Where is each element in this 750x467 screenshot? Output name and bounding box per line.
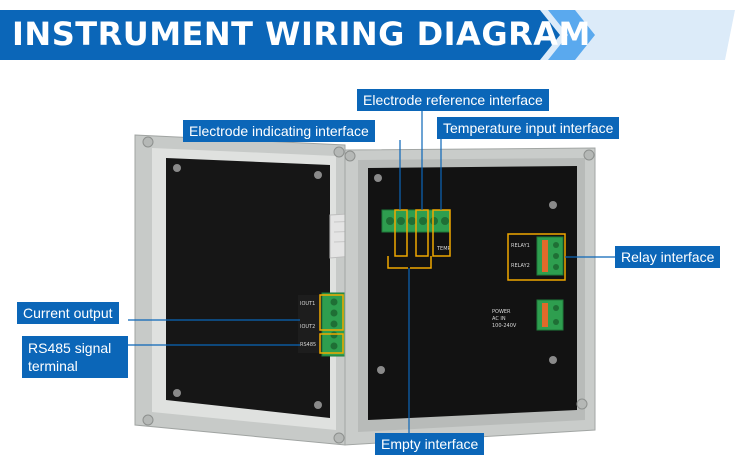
panel-screw (549, 201, 557, 209)
label-temp: TEMP (436, 246, 451, 252)
terminal-screw (553, 264, 559, 270)
empty-bracket-left (387, 256, 408, 269)
banner-fill (0, 10, 560, 60)
title-banner: INSTRUMENT WIRING DIAGRAM (0, 0, 750, 70)
terminal-screw (419, 217, 427, 225)
current-output-highlight (319, 294, 344, 331)
door-corner-screw (142, 414, 154, 426)
terminal-screw (330, 342, 338, 350)
power-terminal-block (536, 299, 564, 331)
label-power: POWER (492, 309, 511, 315)
terminal-screw (441, 217, 449, 225)
terminal-screw (330, 331, 338, 339)
label-voltage: 100-240V (492, 323, 517, 329)
body-corner-screw (576, 398, 588, 410)
label-iout2: IOUT2 (300, 324, 315, 330)
terminal-screw (330, 309, 338, 317)
terminal-screw (408, 217, 416, 225)
callout-current-output: Current output (17, 302, 119, 324)
callout-relay: Relay interface (615, 246, 721, 268)
electrode-indicating-highlight (394, 209, 408, 257)
main-black-panel (368, 166, 577, 420)
callout-rs485-line1: RS485 signal (28, 340, 112, 356)
label-rs485: RS485 (300, 342, 316, 348)
callout-empty-interface: Empty interface (375, 433, 485, 455)
label-ac-in: AC IN (492, 316, 506, 322)
callout-temperature-input: Temperature input interface (437, 117, 620, 139)
terminal-screw (553, 305, 559, 311)
callout-electrode-indicating: Electrode indicating interface (183, 120, 375, 142)
terminal-screw (553, 253, 559, 259)
door-corner-screw (142, 136, 154, 148)
door-corner-screw (333, 146, 345, 158)
empty-bracket-right (410, 256, 432, 269)
terminal-screw (430, 217, 438, 225)
relay-terminal-block (536, 236, 564, 276)
label-relay1: RELAY1 (511, 243, 530, 249)
door-screw (173, 389, 181, 397)
body-corner-screw (344, 150, 356, 162)
terminal-screw (553, 242, 559, 248)
banner-shape (0, 10, 735, 60)
terminal-screw (330, 320, 338, 328)
door-screw (173, 164, 181, 172)
panel-screw (374, 174, 382, 182)
callout-electrode-reference: Electrode reference interface (357, 89, 549, 111)
rs485-highlight (319, 333, 344, 354)
terminal-screw (553, 319, 559, 325)
callout-rs485: RS485 signal terminal (22, 336, 128, 378)
callout-rs485-line2: terminal (28, 358, 78, 374)
terminal-screw (397, 217, 405, 225)
terminal-screw (330, 298, 338, 306)
door-black-panel (166, 158, 330, 418)
door-screw (314, 171, 322, 179)
door-corner-screw (333, 432, 345, 444)
terminal-screw (386, 217, 394, 225)
page-title: INSTRUMENT WIRING DIAGRAM (12, 15, 591, 53)
relay-orange-latch (542, 240, 548, 272)
body-corner-screw (583, 149, 595, 161)
label-iout1: IOUT1 (300, 301, 315, 307)
banner-accent-chevron (548, 10, 595, 60)
power-orange-latch (542, 303, 548, 327)
panel-screw (377, 366, 385, 374)
panel-screw (549, 356, 557, 364)
label-relay2: RELAY2 (511, 263, 530, 269)
door-screw (314, 401, 322, 409)
